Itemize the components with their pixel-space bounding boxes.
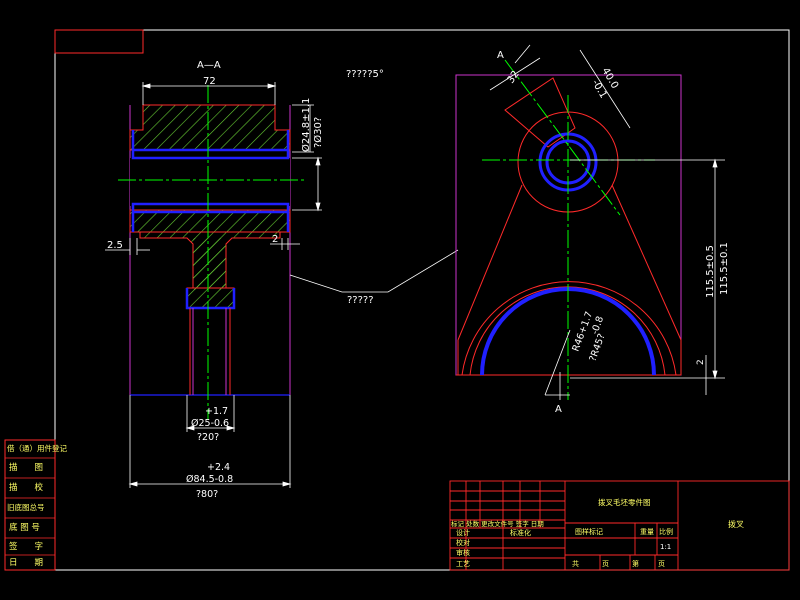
sheets-total: 共 — [572, 559, 579, 568]
boss-bushing — [185, 288, 236, 310]
section-mark-top: A — [497, 50, 504, 61]
scale-value: 1:1 — [660, 543, 671, 551]
lever-arm — [504, 77, 576, 148]
left-row-6: 日 期 — [9, 558, 43, 568]
standard-label: 标准化 — [510, 528, 531, 537]
sheet-unit: 页 — [658, 560, 665, 568]
top-hub — [129, 104, 291, 151]
dim-bottom-large-main: Ø84.5-0.8 — [186, 474, 233, 485]
dim-height-tol-a: 115.5±0.5 — [705, 245, 716, 298]
dim-right-step: 2 — [272, 234, 278, 245]
process-label: 工艺 — [456, 560, 470, 568]
dim-bottom-large-nominal: ?80? — [196, 489, 218, 500]
left-row-1: 描 图 — [9, 462, 43, 473]
section-mark-bottom: A — [555, 404, 562, 415]
front-view — [455, 59, 682, 400]
leader-note: ????? — [347, 295, 374, 306]
part-name: 拨叉 — [728, 519, 744, 529]
left-row-3: 旧底图总号 — [7, 502, 45, 512]
top-note: ?????5° — [346, 69, 384, 80]
leader-line — [289, 249, 459, 293]
dim-bottom-small-main: Ø25-0.6 — [191, 418, 229, 429]
scale-label: 比例 — [659, 527, 673, 536]
dim-radius-nominal: ?R45? — [587, 332, 607, 363]
section-label: A—A — [197, 60, 221, 71]
stem-boss — [186, 287, 235, 309]
dim-left-step: 2.5 — [107, 240, 123, 251]
stem-web — [193, 238, 226, 290]
stage-mark: 图样标记 — [575, 527, 603, 536]
front-dimensions — [489, 44, 725, 400]
bore — [130, 158, 290, 206]
left-row-5: 签 字 — [9, 541, 43, 552]
bushing-top — [131, 148, 290, 160]
review-label: 审核 — [456, 548, 470, 557]
check-label: 校对 — [456, 538, 470, 547]
dim-vertical-tol-main: Ø24.8±1.1 — [300, 98, 312, 152]
fork-top-arc — [461, 281, 677, 376]
dim-small-right: 2 — [696, 359, 706, 365]
section-view-a-a — [118, 85, 305, 420]
dim-vertical-nominal: ?Ø30? — [312, 117, 324, 148]
left-row-4: 底 图 号 — [9, 522, 40, 533]
sheet-no: 第 — [632, 559, 639, 568]
dim-bottom-small-tol: +1.7 — [205, 406, 228, 417]
left-record-block — [4, 439, 56, 571]
sheets-unit: 页 — [602, 560, 609, 568]
lever-centerline — [504, 59, 621, 216]
title-block — [449, 480, 790, 571]
left-row-2: 描 校 — [9, 482, 44, 493]
corner-code-box — [54, 29, 144, 54]
web-right — [611, 184, 682, 341]
inner-border — [54, 29, 790, 571]
header-row: 标记 处数 更改文件号 签字 日期 — [451, 519, 544, 528]
web-left — [457, 184, 523, 341]
design-label: 设计 — [456, 528, 470, 537]
weight-label: 重量 — [640, 528, 654, 536]
drawing-title: 拨叉毛坯零件图 — [598, 497, 651, 507]
dim-top-width: 72 — [203, 76, 216, 87]
left-row-0: 借（通）用件登记 — [7, 443, 67, 453]
section-dimensions — [105, 82, 322, 488]
drawing-frame — [54, 29, 790, 571]
lower-hub — [129, 209, 291, 233]
dim-bottom-large-tol: +2.4 — [207, 462, 230, 473]
dim-height-tol-b: 115.5±0.1 — [719, 242, 730, 295]
bushing-bottom — [131, 202, 290, 214]
dim-bottom-small-nominal: ?20? — [197, 432, 219, 443]
